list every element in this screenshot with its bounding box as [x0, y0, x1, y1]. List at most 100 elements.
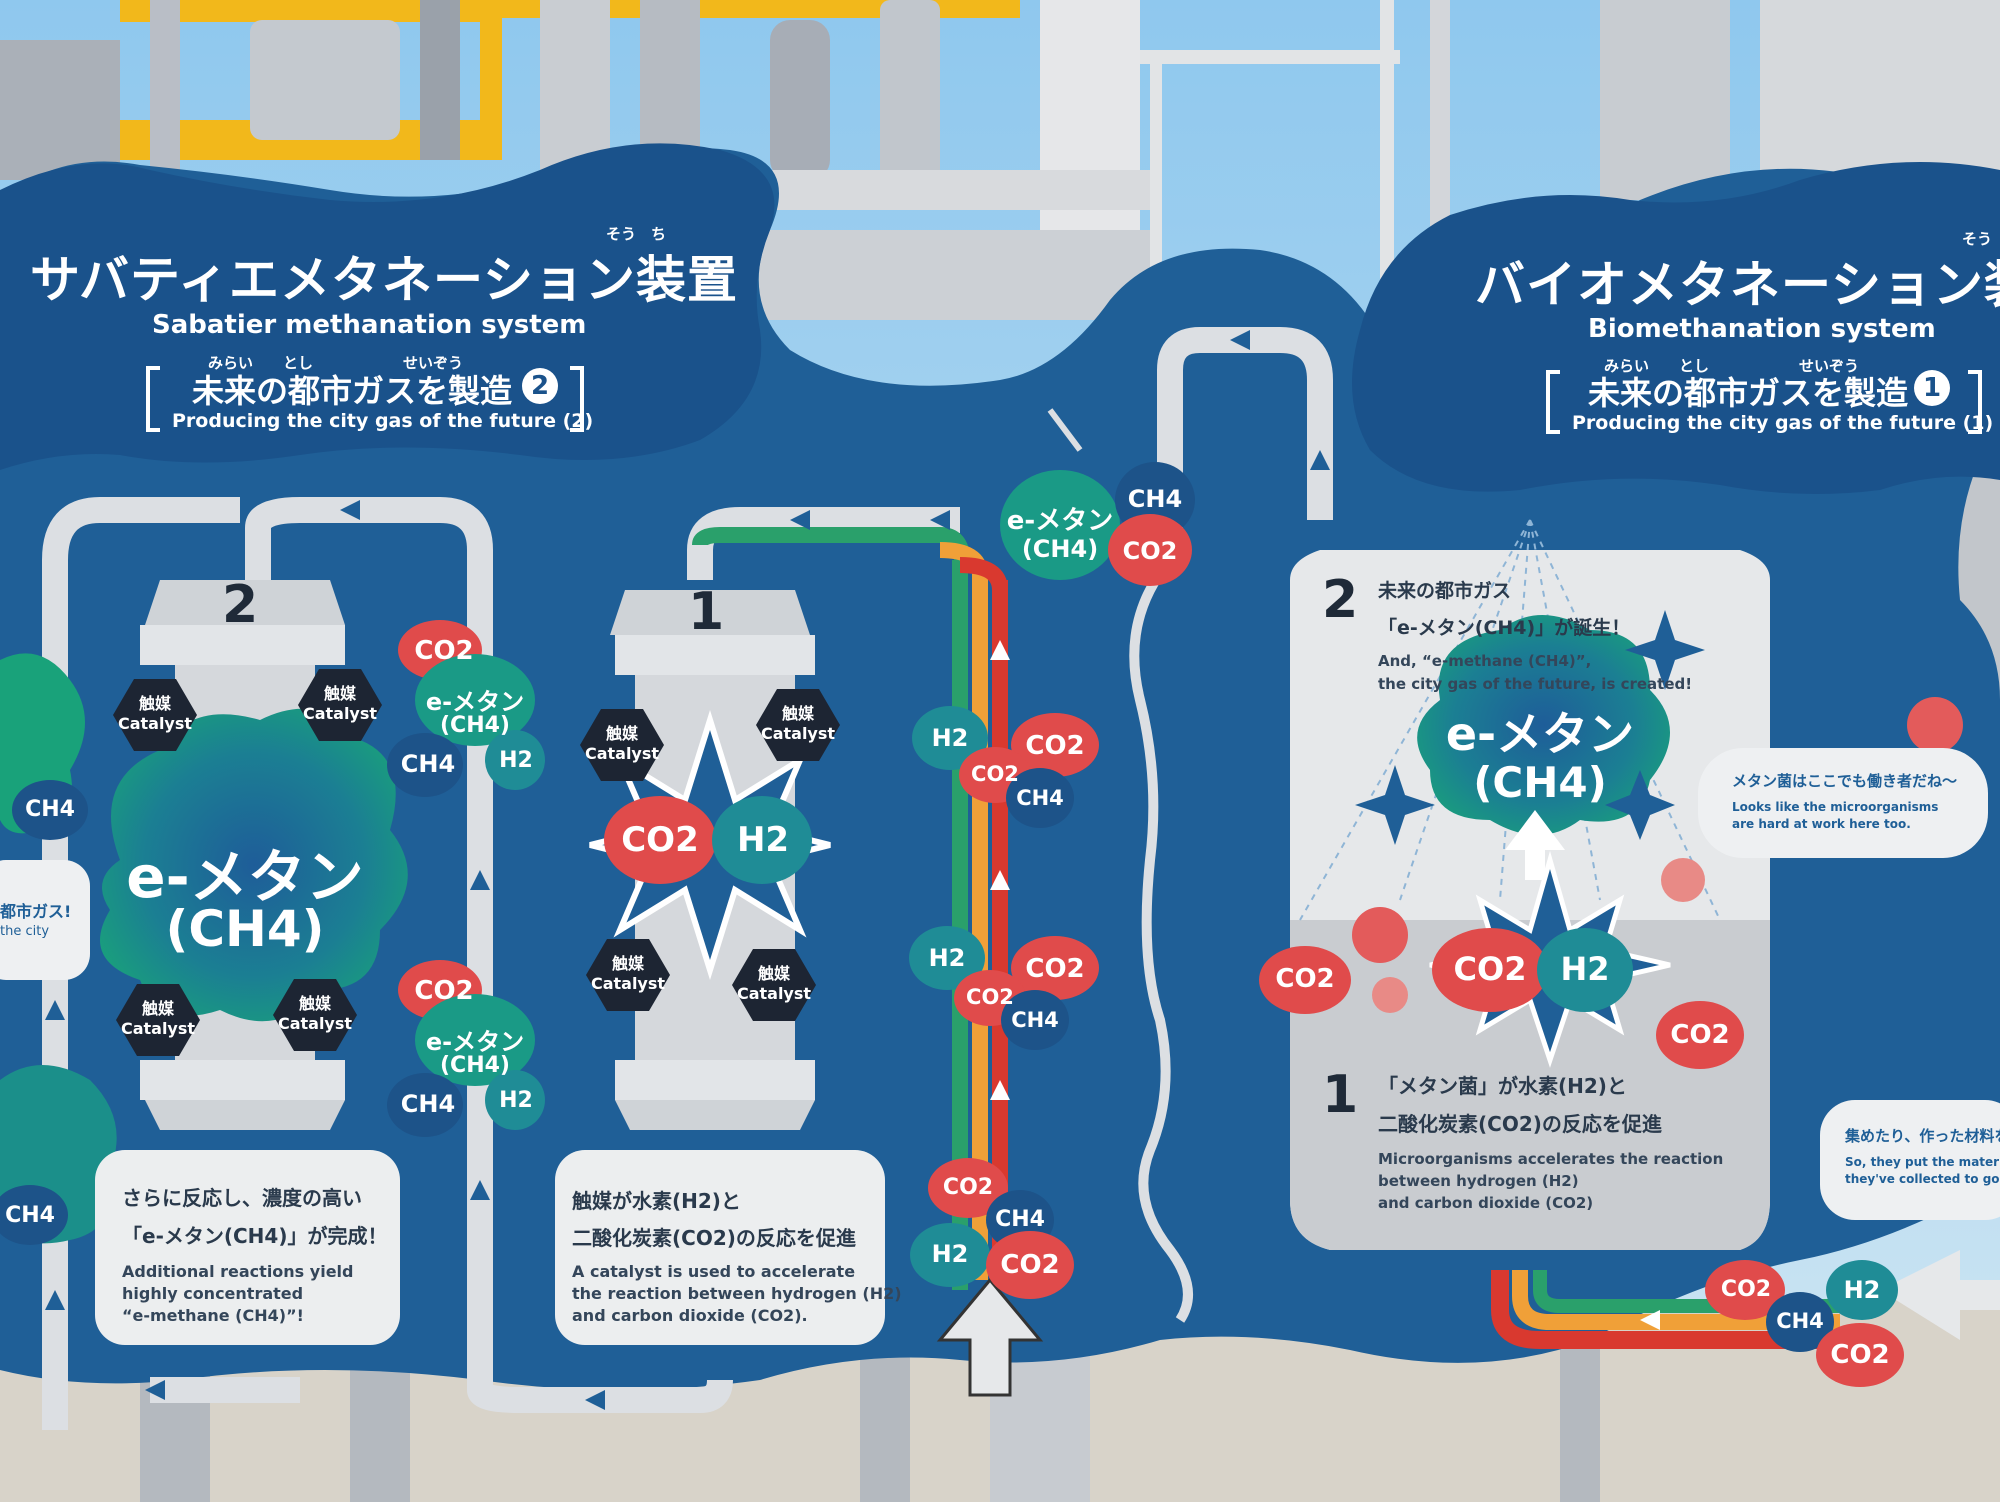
reactor-1-info-jp-line2: 二酸化炭素(CO2)の反応を促進	[572, 1226, 856, 1250]
e-methane-cloud-2	[100, 708, 408, 1022]
reactor-2-product-formula: (CH4)	[165, 900, 325, 958]
reactor-2-infobox	[95, 1150, 400, 1345]
h2-molecule: H2	[931, 1240, 969, 1268]
right-subtitle-en: Producing the city gas of the future (1)	[1572, 412, 1994, 434]
bubble-collect-en-line2: they've collected to goo	[1845, 1172, 2000, 1186]
co2-molecule: CO2	[971, 762, 1019, 786]
microbes	[1352, 697, 1963, 1013]
co2-molecule: CO2	[1720, 1277, 1772, 1302]
reactor-1-co2: CO2	[621, 820, 699, 860]
left-subtitle-ruby: みらい とし せいぞう	[208, 354, 464, 372]
edge-bubble-jp: 都市ガス!	[0, 902, 72, 921]
left-title-ruby: そう ち	[606, 225, 667, 243]
upward-arrow-bio	[1505, 810, 1565, 880]
bio-step-1-jp-line2: 二酸化炭素(CO2)の反応を促進	[1378, 1112, 1662, 1136]
bubble-microbes-jp: メタン菌はここでも働き者だね～	[1732, 772, 1958, 790]
stripe-arrows	[990, 640, 1660, 1330]
reactor-2-info-en-line3: “e-methane (CH4)”!	[122, 1306, 304, 1325]
right-subtitle-jp: 未来の都市ガスを製造	[1588, 374, 1909, 412]
edge-bubble-en: the city	[0, 924, 50, 939]
bio-step-2-jp-line2: 「e-メタン(CH4)」が誕生！	[1378, 617, 1631, 639]
h2-molecule: H2	[931, 724, 969, 752]
co2-molecule: CO2	[942, 1175, 994, 1200]
reactor-1-infobox	[555, 1150, 885, 1345]
reactor-1-number: 1	[688, 582, 725, 642]
reactor-2-number: 2	[222, 575, 259, 635]
ch4-molecule: CH4	[400, 750, 456, 778]
reactor-1-info-en-line1: A catalyst is used to accelerate	[572, 1262, 856, 1281]
sparkles	[1355, 610, 1705, 845]
grey-pipes	[42, 327, 1333, 1430]
co2-molecule: CO2	[1830, 1340, 1890, 1370]
reactor-2-info-jp-line2: 「e-メタン(CH4)」が完成！	[122, 1224, 388, 1248]
e-methane-molecule: e-メタン	[425, 688, 525, 716]
ch4-molecule: CH4	[1016, 786, 1064, 810]
bubble-collect-en-line1: So, they put the materia	[1845, 1155, 2000, 1169]
reactor-1-h2: H2	[736, 820, 790, 860]
bio-step-1-number: 1	[1322, 1065, 1359, 1125]
ch4-molecule: CH4	[995, 1207, 1045, 1232]
e-methane-molecule: e-メタン	[425, 1028, 525, 1056]
ch4-molecule: CH4	[1776, 1309, 1824, 1333]
inlet-arrow	[936, 1277, 1044, 1397]
right-title-cloud	[1352, 162, 2000, 494]
ch4-molecule: CH4	[25, 797, 75, 822]
e-methane-molecule: e-メタン	[1006, 506, 1114, 536]
bio-step-2-jp-line1: 未来の都市ガス	[1378, 580, 1512, 602]
reactor-2-info-en-line2: highly concentrated	[122, 1284, 304, 1303]
left-subtitle-number-badge: 2	[522, 368, 558, 404]
co2-molecule: CO2	[966, 985, 1014, 1009]
bubble-microbes-en-line2: are hard at work here too.	[1732, 817, 1911, 831]
title-brackets	[146, 366, 1982, 434]
bubble-microbes-shape	[1698, 748, 1988, 858]
ch4-molecule: CH4	[5, 1203, 55, 1228]
inlet-arrow-right	[1880, 1250, 2000, 1340]
reactor-1-info-jp-line1: 触媒が水素(H2)と	[572, 1189, 741, 1213]
right-subtitle-ruby: みらい とし せいぞう	[1604, 357, 1860, 375]
ch4-molecule: CH4	[400, 1090, 456, 1118]
reactor-1-info-en-line3: and carbon dioxide (CO2).	[572, 1306, 808, 1325]
bio-step-1-jp-line1: 「メタン菌」が水素(H2)と	[1378, 1074, 1627, 1098]
right-title-en: Biomethanation system	[1588, 314, 1936, 344]
wavy-pipe	[1129, 556, 1193, 1323]
flow-arrows	[45, 330, 1330, 1410]
diagonal-pipe	[1047, 408, 1083, 452]
co2-molecule: CO2	[1122, 537, 1178, 565]
e-methane-cloud-bio	[1417, 615, 1670, 835]
bio-step-1-en-line2: between hydrogen (H2)	[1378, 1172, 1579, 1190]
h2-molecule: H2	[928, 944, 966, 972]
left-title-en: Sabatier methanation system	[152, 310, 587, 340]
reactor-2-info-en-line1: Additional reactions yield	[122, 1262, 354, 1281]
molecule-clouds	[0, 462, 1904, 1387]
right-title-ruby: そう	[1962, 230, 1993, 248]
bio-step-2-en-line2: the city gas of the future, is created!	[1378, 675, 1693, 693]
co2-molecule: CO2	[1275, 964, 1335, 994]
co2-molecule: CO2	[414, 976, 474, 1006]
e-methane-formula: (CH4)	[440, 713, 510, 738]
co2-molecule: CO2	[1025, 731, 1085, 761]
bio-step-1-en-line1: Microorganisms accelerates the reaction	[1378, 1150, 1724, 1168]
co2-molecule: CO2	[1025, 954, 1085, 984]
right-title-jp: バイオメタネーション装	[1475, 256, 2000, 314]
h2-molecule: H2	[1560, 950, 1610, 988]
bio-product-formula: (CH4)	[1473, 758, 1607, 807]
bubble-collect-shape	[1820, 1100, 2000, 1220]
co2-molecule: CO2	[1670, 1020, 1730, 1050]
left-subtitle-jp: 未来の都市ガスを製造	[192, 372, 513, 410]
left-subtitle-en: Producing the city gas of the future (2)	[172, 410, 594, 432]
co2-molecule: CO2	[1453, 950, 1527, 988]
ch4-molecule: CH4	[1011, 1008, 1059, 1032]
bio-product-name: e-メタン	[1445, 707, 1635, 761]
ch4-molecule: CH4	[1127, 485, 1183, 513]
edge-bubble-shape	[0, 860, 90, 980]
h2-molecule: H2	[499, 1088, 533, 1113]
reactor-1-info-en-line2: the reaction between hydrogen (H2)	[572, 1284, 902, 1303]
bio-vessel-lower	[1290, 920, 1770, 1250]
